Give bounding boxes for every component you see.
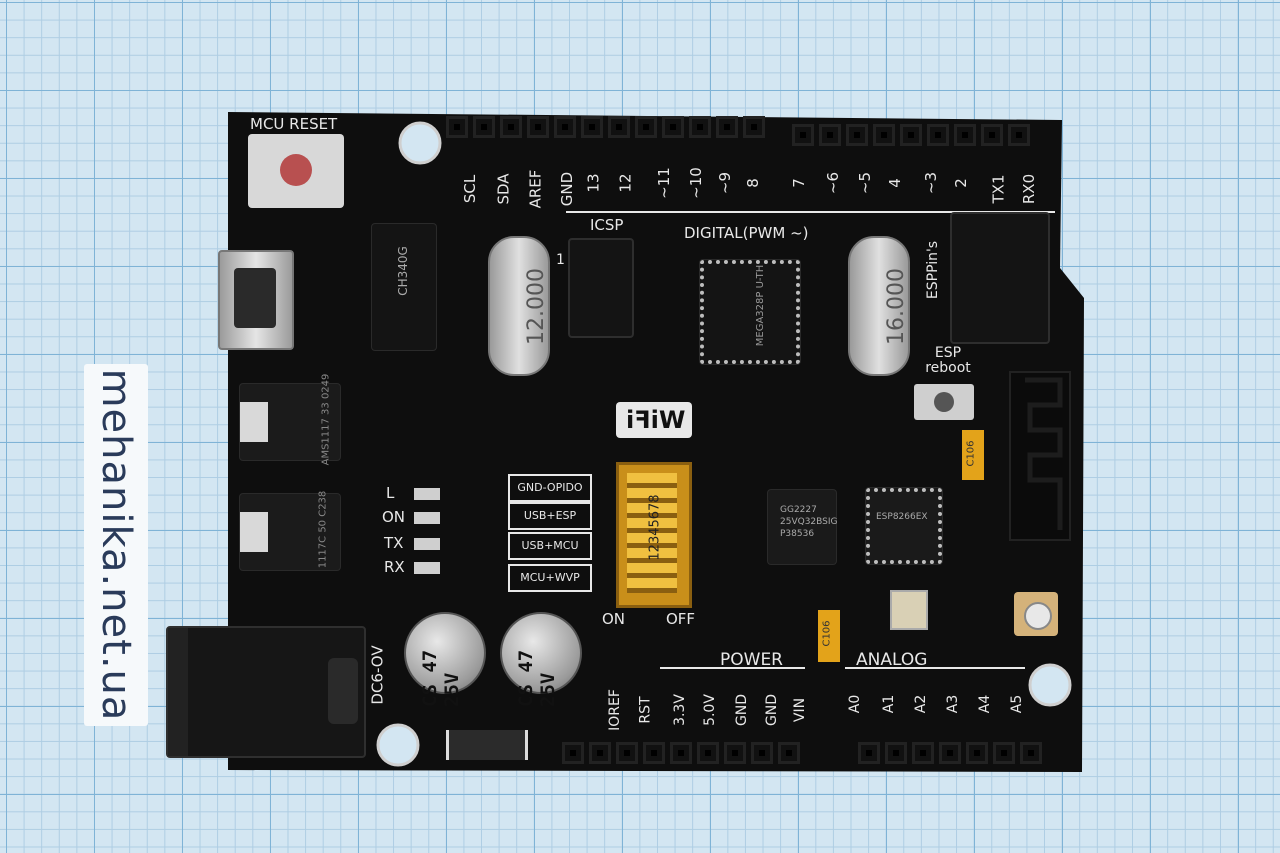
label-6: ~6 (824, 171, 843, 195)
label-11: ~11 (654, 167, 673, 199)
mode-usb-esp: USB+ESP (508, 502, 592, 530)
dip-numbers: 12345678 (647, 494, 663, 561)
led-rx (414, 562, 440, 574)
dc-power-jack[interactable] (166, 626, 366, 758)
esp-reboot-label: ESP reboot (925, 345, 971, 376)
reg2-text: 1117C 50 C238 (317, 490, 329, 569)
micro-usb-port[interactable] (218, 250, 294, 350)
ufl-antenna-connector[interactable] (1014, 592, 1058, 636)
dip-off-label: OFF (666, 610, 696, 628)
label-scl: SCL (461, 174, 480, 204)
label-a3: A3 (945, 694, 962, 714)
label-gnd-2: GND (764, 693, 781, 727)
reg1-text: AMS1117 33 0249 (320, 373, 332, 466)
led-label-on: ON (382, 508, 406, 526)
cap1-text: CS 47 25V (419, 649, 463, 707)
tantalum-text-1: C106 (965, 440, 977, 467)
reset-button-cap (280, 154, 312, 186)
label-a0: A0 (847, 694, 864, 714)
mode-gnd-opido: GND-OPIDO (508, 474, 592, 502)
digital-pwm-label: DIGITAL(PWM ~) (684, 224, 809, 242)
label-3: ~3 (922, 171, 941, 195)
regulator-1117c: 1117C 50 C238 (240, 490, 340, 570)
regulator-ams1117: AMS1117 33 0249 (240, 374, 340, 465)
label-ioref: IOREF (606, 689, 623, 731)
watermark-label: mehanika.net.ua (84, 364, 148, 726)
label-gnd: GND (558, 171, 577, 207)
icsp-header (568, 238, 634, 338)
header-digital-right (792, 124, 1035, 146)
led-label-l: L (386, 484, 395, 502)
crystal-16mhz: 16.000 (848, 236, 910, 376)
mode-usb-mcu: USB+MCU (508, 532, 592, 560)
label-aref: AREF (526, 169, 545, 209)
label-sda: SDA (494, 173, 513, 205)
crystal-12mhz: 12.000 (488, 236, 550, 376)
crystal2-text: 16.000 (883, 268, 909, 345)
electrolytic-cap-2: CS 47 25V (500, 612, 582, 707)
wifi-text: WiFi (626, 406, 686, 434)
label-4: 4 (885, 178, 904, 188)
label-3v3: 3.3V (671, 694, 688, 726)
usb-serial-chip: CH340G (372, 224, 436, 350)
label-rx0: RX0 (1020, 173, 1039, 205)
esp-reboot-button[interactable] (914, 384, 974, 420)
label-8: 8 (743, 178, 762, 188)
label-10: ~10 (686, 167, 705, 199)
flash-text: GG2227 25VQ32BSIG P38536 (780, 505, 838, 539)
label-a5: A5 (1009, 694, 1026, 714)
esp-text: ESP8266EX (876, 512, 928, 522)
label-a4: A4 (977, 694, 994, 714)
smd-diode (446, 730, 528, 760)
tantalum-cap-2: C106 (818, 610, 840, 662)
label-5: ~5 (856, 171, 875, 195)
dip-on-label: ON (602, 610, 626, 628)
analog-pin-labels: A0 A1 A2 A3 A4 A5 (846, 690, 1036, 730)
crystal1-text: 12.000 (523, 268, 549, 345)
led-label-rx: RX (384, 558, 405, 576)
mode-mcu-wvp: MCU+WVP (508, 564, 592, 592)
power-label: POWER (720, 650, 783, 670)
label-gnd-1: GND (734, 693, 751, 727)
tantalum-text-2: C106 (821, 620, 833, 647)
header-analog (858, 742, 1047, 764)
led-tx (414, 538, 440, 550)
mcu-chip: MEGA328P U-TH (700, 260, 800, 364)
tantalum-cap-1: C106 (962, 430, 984, 480)
label-2: 2 (951, 178, 970, 188)
icsp-pin1-label: 1 (556, 252, 565, 268)
header-power (562, 742, 805, 764)
label-a1: A1 (881, 694, 898, 714)
label-13: 13 (584, 173, 603, 193)
label-9: ~9 (716, 171, 735, 195)
wifi-logo: WiFi (616, 402, 692, 438)
reset-button[interactable] (248, 134, 344, 208)
analog-label: ANALOG (856, 650, 928, 670)
label-7: 7 (789, 178, 808, 188)
label-tx1: TX1 (989, 174, 1008, 204)
icsp-label: ICSP (590, 216, 624, 234)
label-12: 12 (616, 173, 635, 193)
flash-chip: GG2227 25VQ32BSIG P38536 (768, 490, 838, 564)
dc-label: DC6-OV (368, 645, 387, 705)
led-l (414, 488, 440, 500)
reset-label: MCU RESET (250, 115, 338, 133)
esp-crystal (890, 590, 928, 630)
label-rst: RST (637, 696, 654, 724)
power-pin-labels: IOREF RST 3.3V 5.0V GND GND VIN (590, 680, 830, 736)
led-label-tx: TX (384, 534, 404, 552)
label-a2: A2 (913, 694, 930, 714)
usb-chip-text: CH340G (395, 246, 410, 296)
esp-pins-label: ESPPin's (925, 240, 942, 300)
cap2-text: CS 47 25V (515, 649, 559, 707)
led-on (414, 512, 440, 524)
esp8266-chip: ESP8266EX (866, 488, 942, 564)
label-5v: 5.0V (701, 694, 718, 726)
header-digital-left (446, 116, 770, 138)
esp-pins-header (950, 212, 1050, 344)
label-vin: VIN (792, 697, 809, 723)
dip-switch[interactable] (616, 462, 692, 608)
mcu-text: MEGA328P U-TH (755, 264, 767, 347)
electrolytic-cap-1: CS 47 25V (404, 612, 486, 707)
